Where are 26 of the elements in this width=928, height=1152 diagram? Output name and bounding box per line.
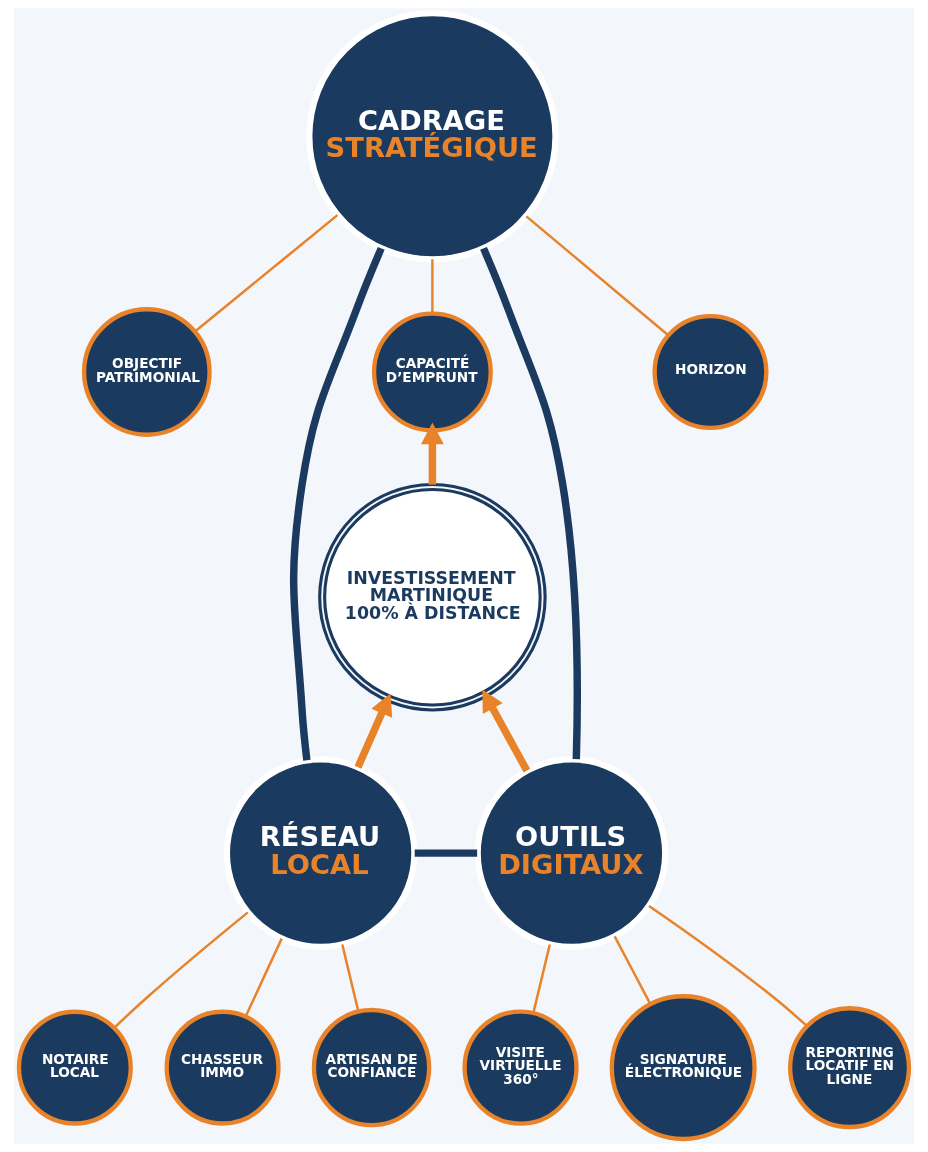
node-circle: CHASSEUR IMMO (164, 1009, 281, 1126)
node-circle: VISITE VIRTUELLE 360° (462, 1009, 579, 1126)
node-circle: OBJECTIF PATRIMONIAL (81, 307, 212, 437)
node-circle: CADRAGE STRATÉGIQUE (306, 10, 559, 263)
node-circle: SIGNATURE ÉLECTRONIQUE (609, 994, 757, 1142)
connector (525, 215, 670, 337)
connector (414, 849, 478, 857)
node-circle: REPORTING LOCATIF EN LIGNE (787, 1006, 912, 1130)
connector (480, 246, 581, 760)
node-circle: NOTAIRE LOCAL (16, 1009, 133, 1126)
connector (341, 944, 360, 1012)
connector (290, 246, 385, 761)
node-circle: CAPACITÉ D’EMPRUNT (371, 311, 493, 433)
node-circle: HORIZON (652, 313, 769, 431)
node-circle: RÉSEAU LOCAL (223, 756, 418, 950)
connector (431, 259, 434, 314)
connector (648, 904, 808, 1027)
connector (244, 938, 283, 1018)
connector (532, 944, 551, 1014)
arrow (482, 689, 531, 773)
node-circle: ARTISAN DE CONFIANCE (311, 1007, 432, 1128)
connector (194, 214, 339, 333)
connector (613, 935, 652, 1005)
arrow (354, 693, 393, 769)
node-circle: OUTILS DIGITAUX (474, 756, 669, 950)
connector (113, 911, 249, 1029)
